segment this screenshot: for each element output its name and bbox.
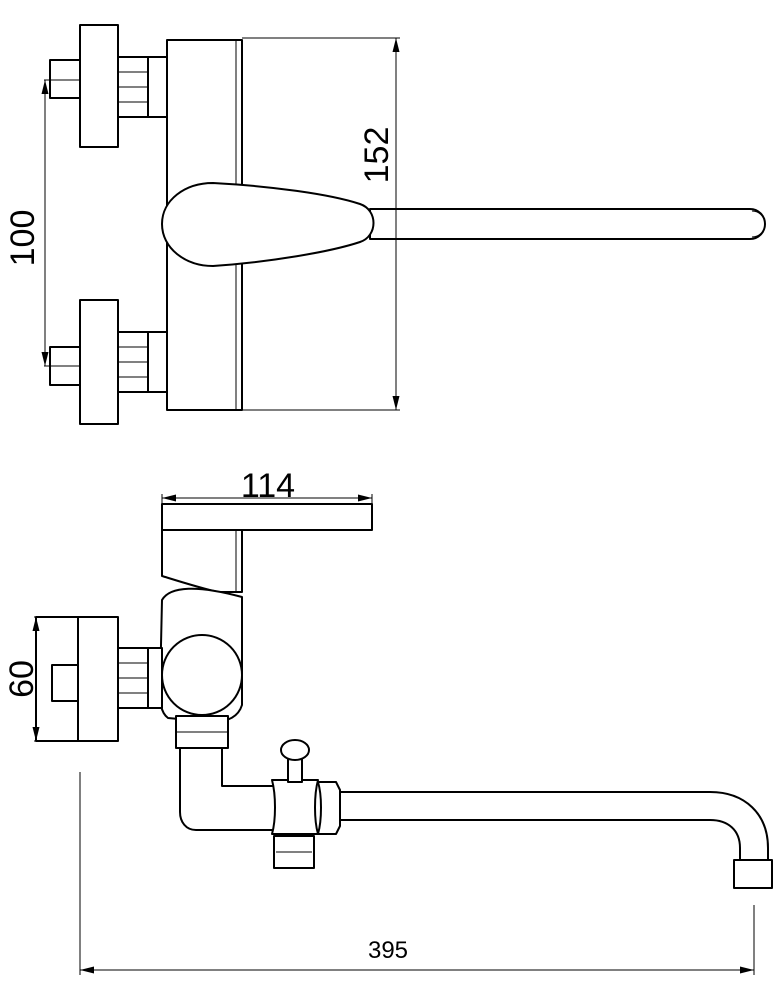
lower-wall-flange [79,299,119,425]
dimension-spout-reach: 395 [79,772,755,975]
dimension-valve-spacing: 100 [4,79,80,367]
diverter-stem [287,757,303,783]
eccentric-collar-side [147,647,163,709]
diverter-nut [317,781,341,835]
dimension-label-152: 152 [358,127,396,184]
diverter-knob [161,634,243,716]
lever-handle-side [161,503,373,531]
upper-wall-flange [79,24,119,148]
cartridge-cap [161,529,243,593]
inlet-pipe-side [51,664,79,702]
lower-inlet [49,299,183,425]
lever-handle-top [161,182,375,267]
spout-aerator [733,859,773,889]
upper-inlet [49,24,183,148]
side-view: 114 60 [3,467,773,975]
flange-rosette-side [77,616,119,742]
dimension-depth: 60 [3,616,41,742]
upper-inlet-pipe [49,59,81,99]
diverter-pull-button [280,739,310,761]
dimension-label-100: 100 [4,210,42,267]
dimension-label-395: 395 [368,937,408,964]
dimension-lever-length: 114 [161,467,373,522]
diverter-housing [271,779,319,835]
bath-spout [339,791,769,861]
dimension-label-114: 114 [241,467,295,505]
spout-pipe [369,208,766,240]
dimension-body-height: 152 [242,37,400,411]
outlet-elbow [179,747,276,831]
dimension-label-60: 60 [3,660,41,698]
spout-top-view [369,208,766,240]
top-view: 100 152 [4,24,766,425]
